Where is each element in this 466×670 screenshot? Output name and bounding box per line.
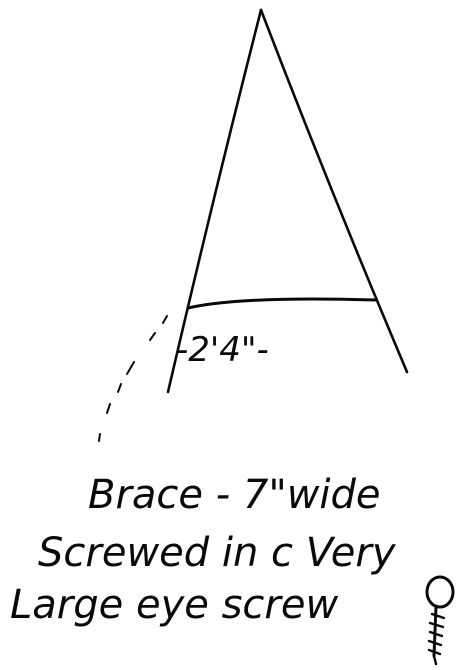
note-line-screwed: Screwed in c Very [38, 530, 397, 576]
arc-dash [162, 315, 168, 324]
handwritten-note: Brace - 7"wide Screwed in c Very Large e… [10, 472, 397, 628]
arc-dash [126, 361, 135, 375]
arc-dash [149, 332, 156, 341]
arc-dash [106, 403, 111, 414]
note-line-eye-screw: Large eye screw [10, 582, 338, 628]
arc-dash [117, 383, 122, 393]
eye-screw-icon [425, 575, 455, 666]
a-frame-right-leg [259, 8, 409, 374]
arc-dash [98, 433, 101, 442]
dimension-label: -2'4"- [176, 330, 269, 370]
dotted-swing-arc [98, 315, 168, 442]
a-frame-left-leg [166, 8, 263, 394]
brace-line [186, 297, 377, 310]
note-line-brace: Brace - 7"wide [88, 472, 381, 518]
